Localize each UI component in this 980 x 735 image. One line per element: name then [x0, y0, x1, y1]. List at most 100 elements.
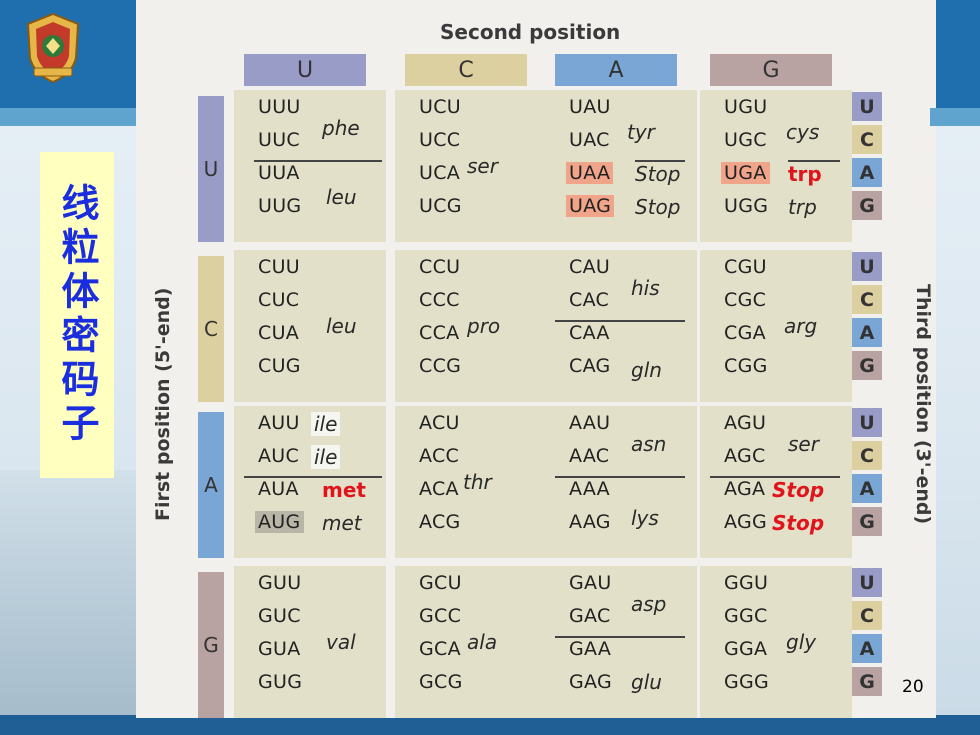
amino-acid-ser: ser [467, 154, 498, 178]
codon-GCC: GCC [419, 605, 462, 627]
university-emblem-icon [20, 10, 86, 86]
codon-AUC: AUC [258, 445, 300, 467]
codon-GUA: GUA [258, 638, 301, 660]
codon-CGG: CGG [724, 355, 768, 377]
codon-UCG: UCG [419, 195, 462, 217]
codon-GAC: GAC [569, 605, 611, 627]
third-position-head-GG: G [852, 667, 882, 696]
codon-block-GA [545, 566, 697, 718]
amino-acid-thr: thr [463, 470, 492, 494]
third-position-head-UC: C [852, 125, 882, 154]
amino-acid-val: val [326, 630, 356, 654]
group-divider [555, 636, 685, 638]
third-position-head-CC: C [852, 285, 882, 314]
codon-block-CG [700, 250, 852, 402]
third-position-head-GC: C [852, 601, 882, 630]
third-position-head-AG: G [852, 507, 882, 536]
stop-label-highlight: Stop [772, 511, 825, 535]
codon-CUG: CUG [258, 355, 301, 377]
codon-block-CC [395, 250, 547, 402]
codon-GGA: GGA [724, 638, 768, 660]
amino-acid-cys: cys [786, 120, 820, 144]
third-position-head-CU: U [852, 252, 882, 281]
stop-label-highlight: Stop [772, 478, 825, 502]
amino-acid-ile: ile [311, 445, 341, 469]
stop-label: Stop [635, 195, 681, 219]
codon-CGU: CGU [724, 256, 767, 278]
amino-acid-met-highlight: met [322, 478, 366, 502]
codon-UUA: UUA [258, 162, 300, 184]
codon-block-GU [234, 566, 386, 718]
third-position-head-CA: A [852, 318, 882, 347]
codon-GCU: GCU [419, 572, 462, 594]
codon-GUC: GUC [258, 605, 301, 627]
group-divider [635, 160, 685, 162]
first-position-title: First position (5'-end) [152, 287, 174, 521]
codon-UCA: UCA [419, 162, 461, 184]
amino-acid-ile: ile [311, 412, 341, 436]
codon-UCC: UCC [419, 129, 461, 151]
amino-acid-ala: ala [467, 630, 498, 654]
third-position-head-GA: A [852, 634, 882, 663]
codon-UCU: UCU [419, 96, 461, 118]
first-position-head-A: A [198, 412, 224, 558]
third-position-head-AU: U [852, 408, 882, 437]
codon-AGA: AGA [724, 478, 766, 500]
codon-UGG: UGG [724, 195, 769, 217]
codon-ACA: ACA [419, 478, 459, 500]
codon-CUC: CUC [258, 289, 300, 311]
second-position-title: Second position [440, 20, 621, 44]
codon-UAU: UAU [569, 96, 611, 118]
codon-CGC: CGC [724, 289, 767, 311]
codon-UAA: UAA [566, 162, 614, 184]
group-divider [710, 476, 840, 478]
codon-GCG: GCG [419, 671, 463, 693]
codon-GCA: GCA [419, 638, 461, 660]
amino-acid-ser: ser [788, 432, 819, 456]
amino-acid-phe: phe [322, 116, 360, 140]
amino-acid-asp: asp [631, 592, 667, 616]
codon-UAC: UAC [569, 129, 610, 151]
amino-acid-leu: leu [326, 314, 357, 338]
codon-CCA: CCA [419, 322, 460, 344]
codon-ACU: ACU [419, 412, 460, 434]
codon-AGU: AGU [724, 412, 767, 434]
side-title-box: 线粒体密码子 [40, 152, 114, 478]
codon-GAU: GAU [569, 572, 612, 594]
codon-UUG: UUG [258, 195, 302, 217]
third-position-head-GU: U [852, 568, 882, 597]
codon-CCC: CCC [419, 289, 460, 311]
codon-block-CU [234, 250, 386, 402]
codon-AAC: AAC [569, 445, 610, 467]
amino-acid-trp: trp [788, 195, 817, 219]
header-strip-right [930, 108, 980, 126]
codon-CGA: CGA [724, 322, 766, 344]
codon-AGC: AGC [724, 445, 766, 467]
group-divider [555, 320, 685, 322]
amino-acid-asn: asn [631, 432, 667, 456]
codon-CUU: CUU [258, 256, 300, 278]
amino-acid-arg: arg [784, 314, 818, 338]
first-position-head-G: G [198, 572, 224, 718]
codon-block-AG [700, 406, 852, 558]
codon-UGU: UGU [724, 96, 768, 118]
amino-acid-gly: gly [786, 630, 817, 654]
codon-UAG: UAG [566, 195, 615, 217]
amino-acid-glu: glu [631, 670, 662, 694]
codon-UGA: UGA [721, 162, 770, 184]
amino-acid-leu: leu [326, 185, 357, 209]
codon-CCU: CCU [419, 256, 461, 278]
third-position-head-UG: G [852, 191, 882, 220]
codon-block-GG [700, 566, 852, 718]
group-divider [555, 476, 685, 478]
first-position-head-C: C [198, 256, 224, 402]
third-position-head-AA: A [852, 474, 882, 503]
codon-GAA: GAA [569, 638, 612, 660]
codon-UUC: UUC [258, 129, 300, 151]
codon-GGG: GGG [724, 671, 770, 693]
stop-label: Stop [635, 162, 681, 186]
codon-block-CA [545, 250, 697, 402]
third-position-title: Third position (3'-end) [912, 283, 934, 525]
footer-band [0, 715, 980, 735]
codon-block-AA [545, 406, 697, 558]
